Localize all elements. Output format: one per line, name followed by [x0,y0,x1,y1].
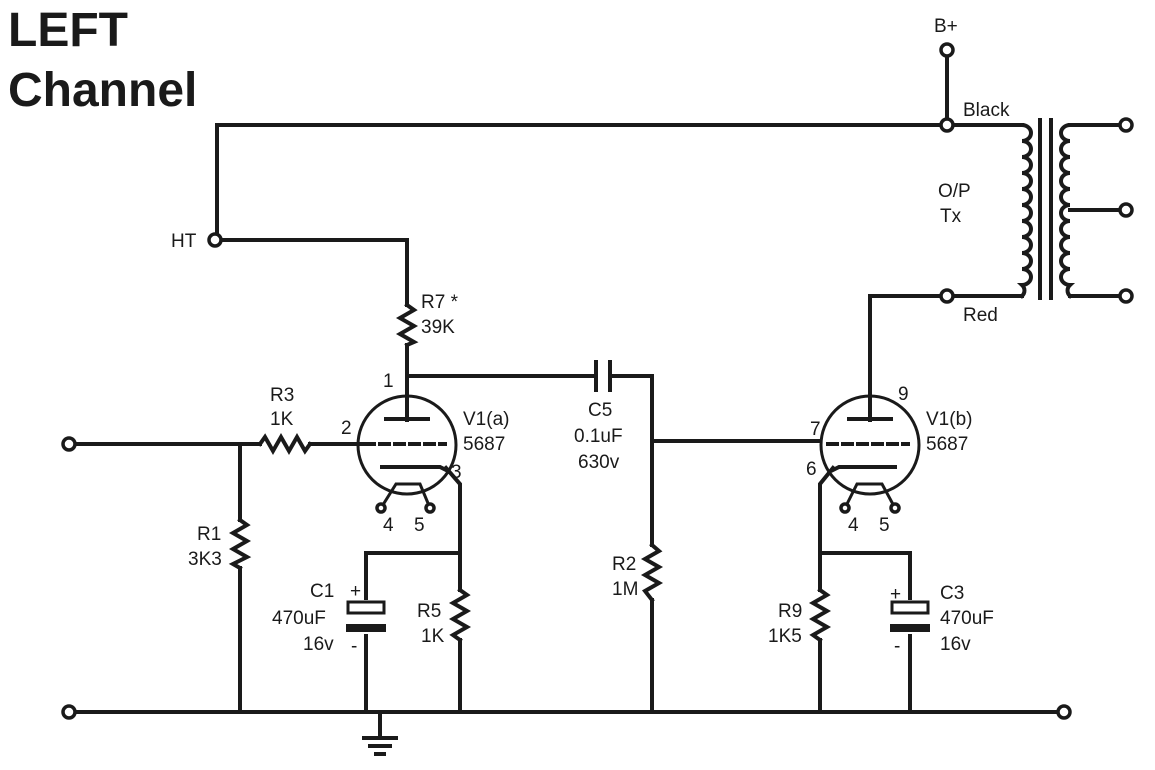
v1b-pin-cathode: 6 [806,459,817,480]
resistor-r1 [228,517,252,571]
c1-ref: C1 [310,581,334,602]
c1-plus: + [350,581,361,602]
v1a-ref: V1(a) [463,409,509,430]
label-ht: HT [171,231,197,252]
c3-value: 470uF [940,608,994,629]
c3-ref: C3 [940,583,964,604]
r2-value: 1M [612,579,638,600]
r9-value: 1K5 [768,626,802,647]
resistor-r7 [395,302,419,348]
v1a-pin-plate: 1 [383,371,394,392]
capacitor-c5 [594,360,612,392]
r7-value: 39K [421,317,455,338]
terminal-secondary-top [1118,117,1134,133]
title-line-1: LEFT [8,4,128,57]
wires [73,54,1122,738]
r2-ref: R2 [612,554,636,575]
r1-value: 3K3 [188,549,222,570]
r5-ref: R5 [417,601,441,622]
transformer-label-2: Tx [940,206,962,227]
v1b-pin-grid: 7 [810,419,821,440]
label-black: Black [963,100,1010,121]
tube-v1a [356,394,458,514]
v1b-type: 5687 [926,434,968,455]
terminal-black [939,117,955,133]
terminal-ground-right [1056,704,1072,720]
c3-voltage: 16v [940,634,971,655]
ground-icon [362,736,398,756]
v1b-pin-h1: 4 [848,515,859,536]
r3-ref: R3 [270,385,294,406]
terminal-b-plus [939,42,955,58]
v1a-pin-grid: 2 [341,418,352,439]
v1b-pin-plate: 9 [898,384,909,405]
c5-ref: C5 [588,400,612,421]
v1b-ref: V1(b) [926,409,972,430]
c1-value: 470uF [272,608,326,629]
label-red: Red [963,305,998,326]
r1-ref: R1 [197,524,221,545]
c3-minus: - [894,636,900,657]
transformer-label-1: O/P [938,181,971,202]
capacitor-c3 [890,600,930,632]
v1a-pin-h2: 5 [414,515,425,536]
resistor-r2 [640,542,664,603]
terminal-secondary-bottom [1118,288,1134,304]
c5-voltage: 630v [578,452,620,473]
label-b-plus: B+ [934,16,958,37]
v1b-pin-h2: 5 [879,515,890,536]
tube-v1b [819,394,921,514]
resistor-r9 [808,587,832,643]
r5-value: 1K [421,626,445,647]
resistor-r3 [257,432,313,456]
terminal-ht [207,232,223,248]
terminal-ground-left [61,704,77,720]
v1a-type: 5687 [463,434,505,455]
r3-value: 1K [270,409,294,430]
terminals [61,42,1134,720]
output-transformer [1016,118,1076,300]
capacitor-c1 [346,600,386,632]
title-line-2: Channel [8,64,197,117]
terminal-red [939,288,955,304]
terminal-input [61,436,77,452]
c5-value: 0.1uF [574,426,623,447]
r9-ref: R9 [778,601,802,622]
r7-ref: R7 * [421,292,459,313]
terminal-secondary-tap [1118,202,1134,218]
v1a-pin-h1: 4 [383,515,394,536]
v1a-pin-cathode: 3 [451,462,462,483]
c3-plus: + [890,584,901,605]
c1-minus: - [351,636,357,657]
resistor-r5 [448,587,472,643]
c1-voltage: 16v [303,634,334,655]
